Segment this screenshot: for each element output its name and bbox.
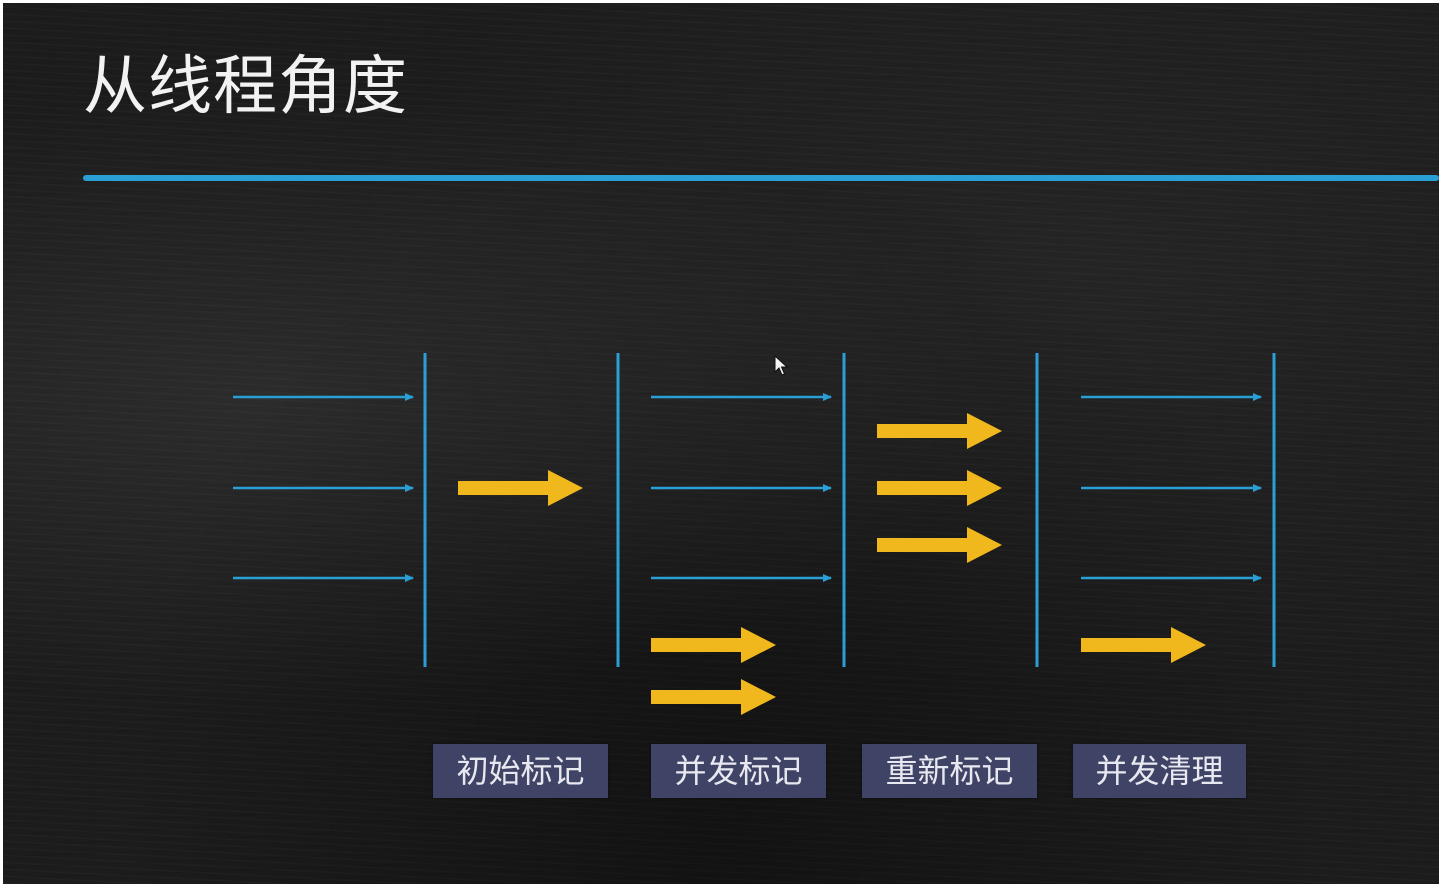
phase-label-remark: 重新标记 [862, 744, 1037, 798]
slide-title: 从线程角度 [83, 50, 408, 124]
barrier-lines [423, 353, 1276, 667]
gc-thread-arrow [458, 470, 583, 506]
gc-thread-arrow [651, 627, 776, 663]
phase-label-initial-mark: 初始标记 [433, 744, 608, 798]
gc-thread-arrow [877, 527, 1002, 563]
gc-thread-arrow [651, 679, 776, 715]
app-thread-arrows [233, 393, 1262, 582]
mouse-pointer-icon [774, 355, 789, 376]
slide: 从线程角度 初始标记 并发标记 重新标记 并发清理 [3, 3, 1439, 884]
gc-thread-arrows [458, 413, 1206, 715]
gc-thread-arrow [877, 413, 1002, 449]
gc-thread-arrow [877, 470, 1002, 506]
thread-phase-diagram [233, 353, 1276, 715]
gc-thread-arrow [1081, 627, 1206, 663]
title-divider [83, 175, 1439, 181]
phase-label-concurrent-sweep: 并发清理 [1073, 744, 1246, 798]
phase-label-concurrent-mark: 并发标记 [651, 744, 826, 798]
